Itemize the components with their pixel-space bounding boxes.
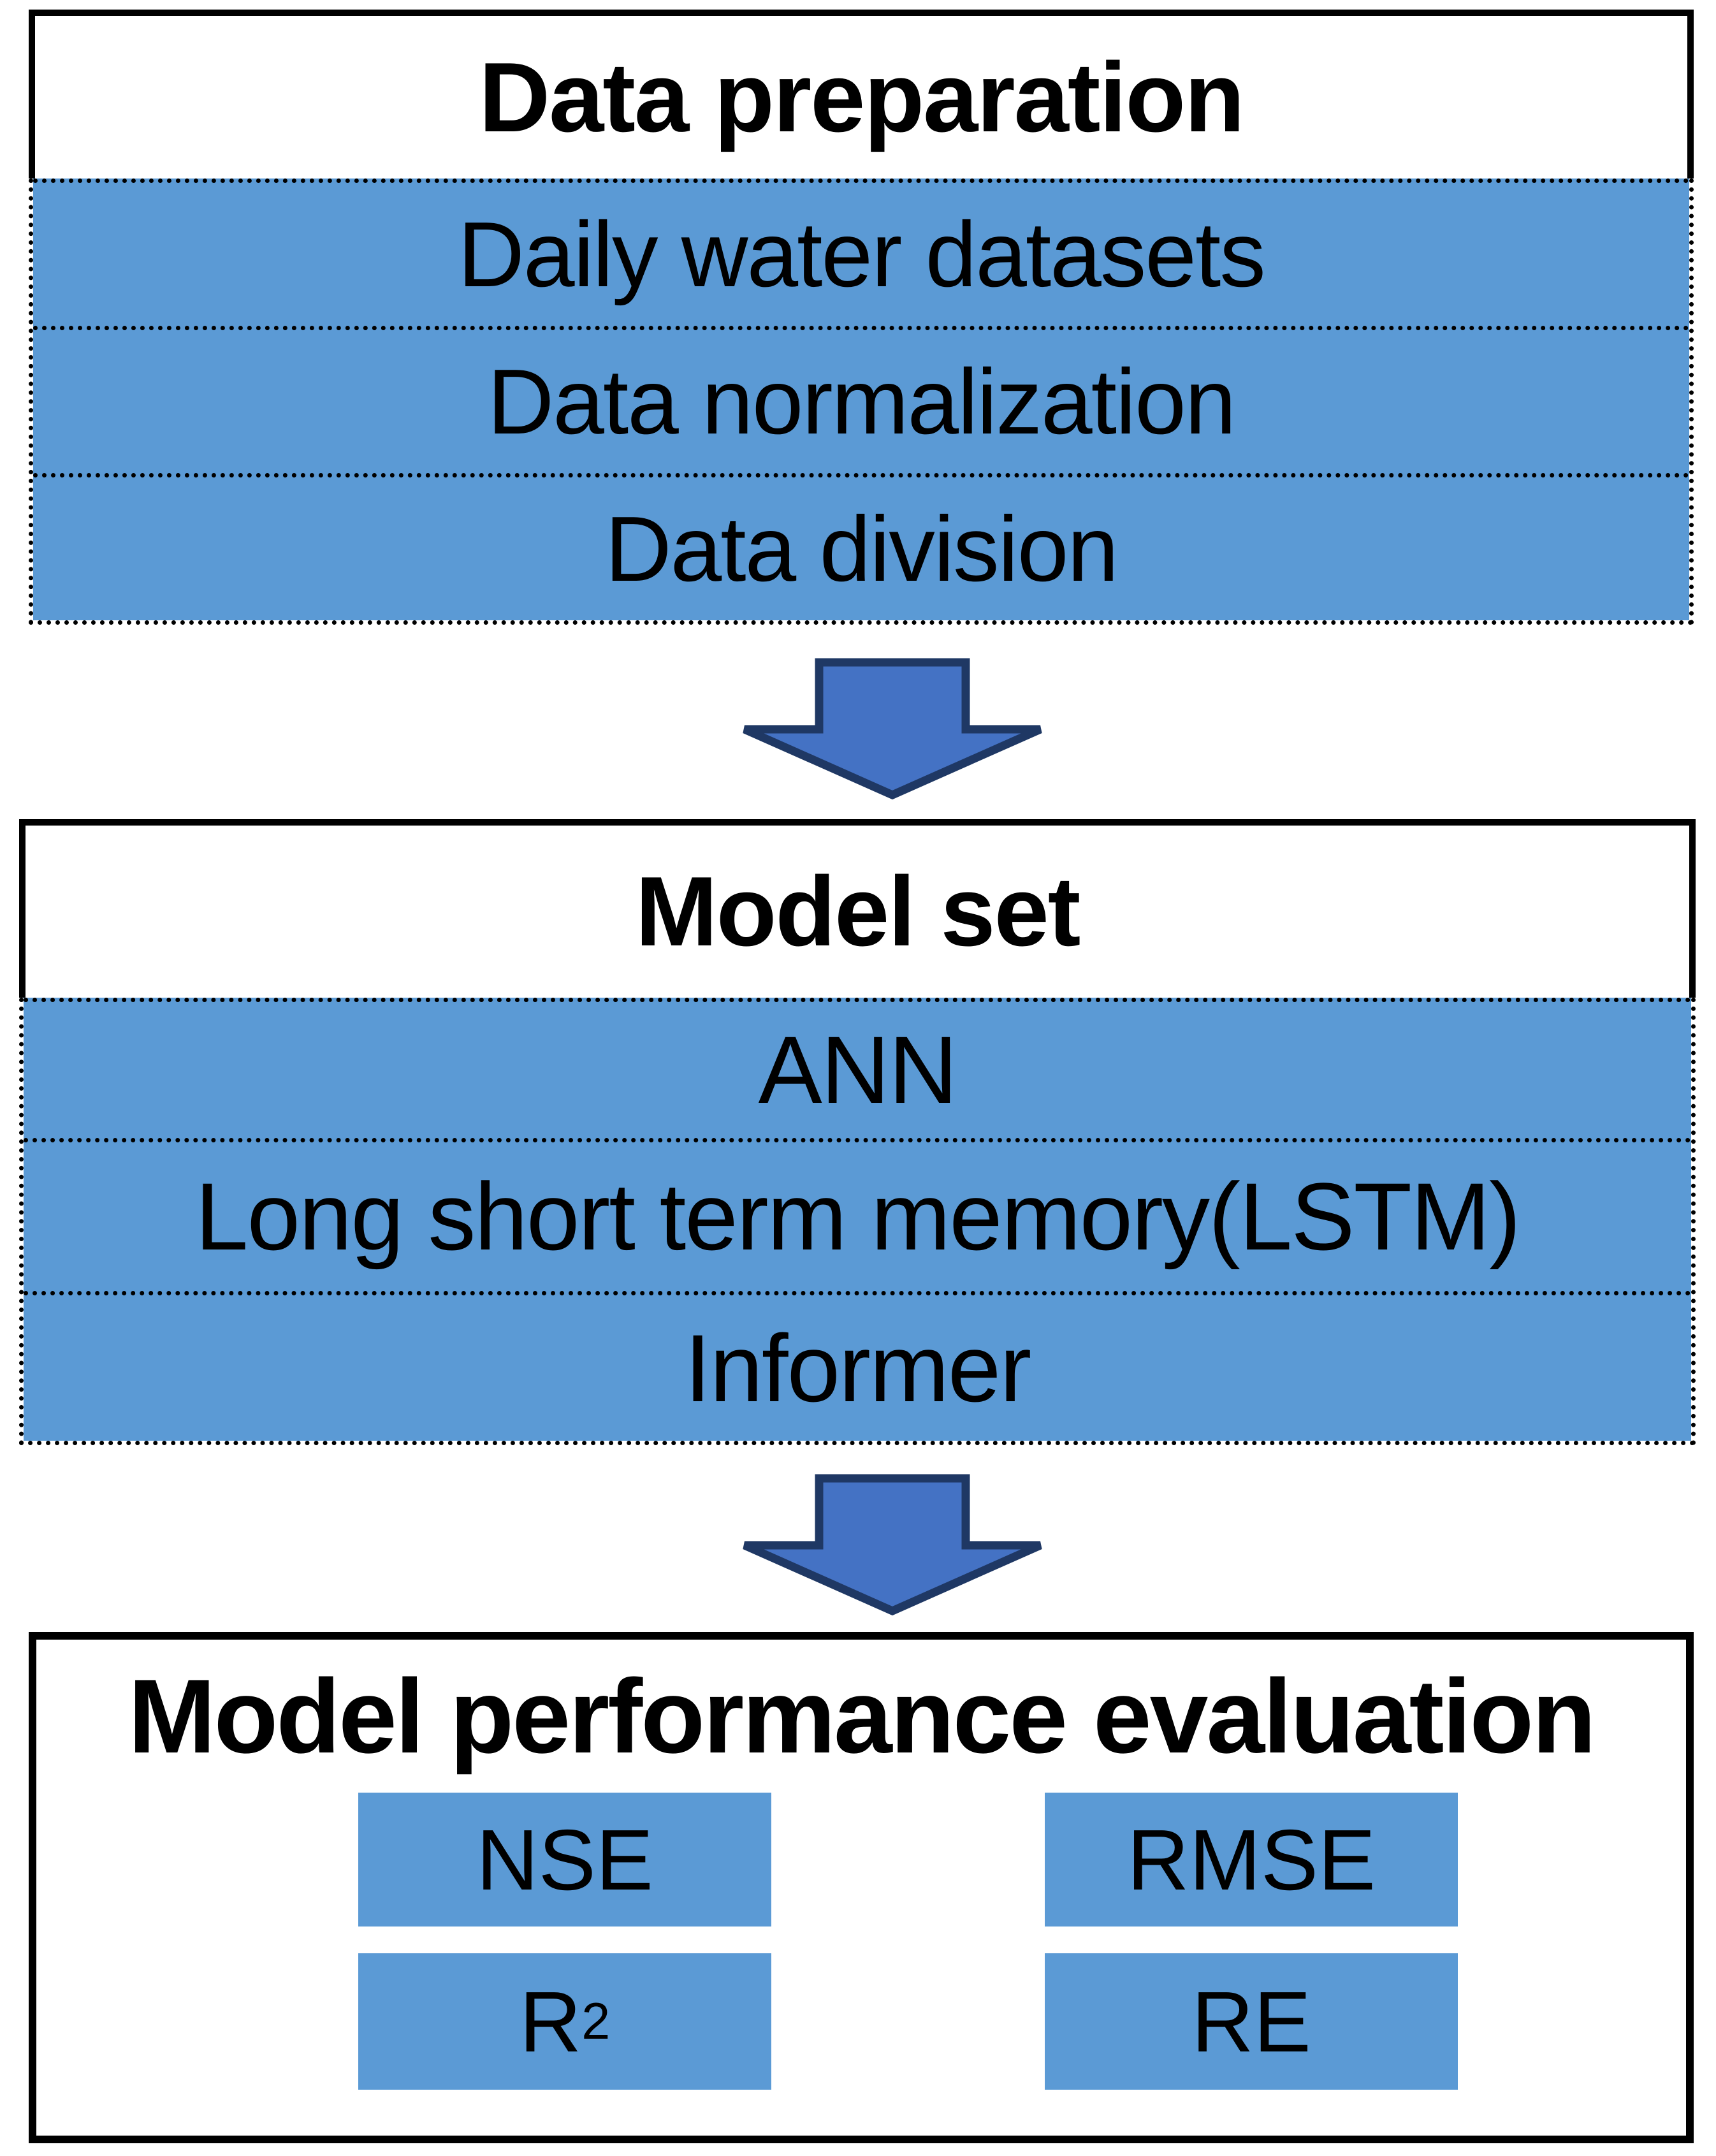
- metric-r2-base: R: [519, 1973, 582, 2070]
- row-daily-water-datasets: Daily water datasets: [33, 178, 1689, 326]
- metric-re: RE: [1045, 1953, 1458, 2090]
- down-arrow-icon: [743, 1474, 1042, 1615]
- model-set-title: Model set: [19, 819, 1696, 998]
- model-set-rows: ANN Long short term memory(LSTM) Informe…: [19, 998, 1696, 1445]
- model-set-box: Model set ANN Long short term memory(LST…: [19, 819, 1696, 1445]
- row-data-normalization: Data normalization: [33, 326, 1689, 473]
- data-preparation-title: Data preparation: [29, 10, 1694, 178]
- data-preparation-rows: Daily water datasets Data normalization …: [29, 178, 1694, 625]
- row-informer: Informer: [24, 1291, 1691, 1441]
- row-lstm: Long short term memory(LSTM): [24, 1138, 1691, 1291]
- model-performance-evaluation-title: Model performance evaluation: [128, 1657, 1596, 1775]
- row-data-division: Data division: [33, 473, 1689, 620]
- row-ann: ANN: [24, 998, 1691, 1138]
- metric-rmse: RMSE: [1045, 1793, 1458, 1927]
- down-arrow-icon: [743, 658, 1042, 799]
- metric-nse: NSE: [358, 1793, 771, 1927]
- data-preparation-box: Data preparation Daily water datasets Da…: [29, 10, 1694, 625]
